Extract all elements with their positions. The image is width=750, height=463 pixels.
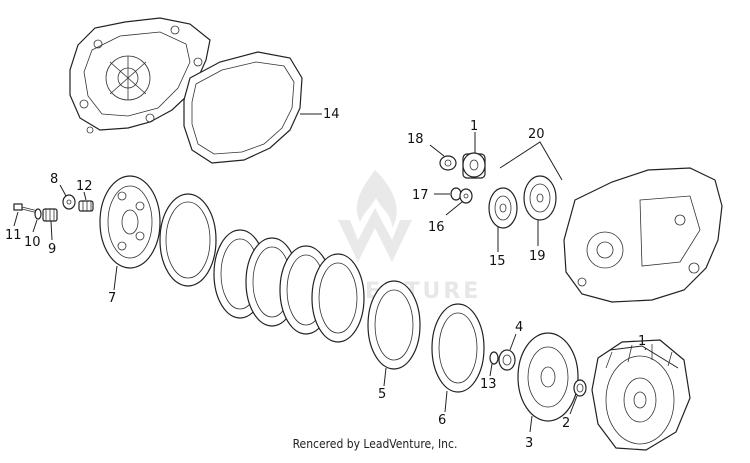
clutch-basket — [591, 339, 691, 451]
label-7: 7 — [108, 291, 116, 306]
label-9: 9 — [48, 242, 56, 257]
bushing-18 — [439, 155, 457, 171]
clutch-hub — [517, 332, 579, 422]
steel-plate-6 — [431, 303, 485, 393]
pressure-plate — [99, 175, 161, 269]
label-14: 14 — [323, 107, 340, 122]
label-13: 13 — [480, 377, 497, 392]
leader-12 — [83, 191, 87, 201]
washer-10 — [34, 208, 42, 220]
label-5: 5 — [378, 387, 386, 402]
leader-7 — [113, 265, 118, 291]
label-19: 19 — [529, 249, 546, 264]
leader-16 — [445, 201, 463, 216]
leader-5 — [383, 367, 387, 387]
label-15: 15 — [489, 254, 506, 269]
crankcase — [563, 167, 723, 303]
label-1a: 1 — [470, 119, 478, 134]
washer-13 — [489, 351, 499, 365]
idler-gear — [462, 152, 486, 179]
label-1b: 1 — [638, 334, 646, 349]
leader-11 — [13, 211, 19, 227]
friction-plate-5 — [367, 280, 421, 370]
gear-15 — [488, 187, 518, 229]
credit-footer: Rencered by LeadVenture, Inc. — [292, 437, 458, 451]
label-10: 10 — [24, 235, 41, 250]
label-8: 8 — [50, 172, 58, 187]
washer-16 — [459, 188, 473, 204]
leader-18 — [429, 144, 445, 157]
leader-20 — [499, 141, 563, 181]
gasket — [183, 51, 303, 164]
leader-8 — [59, 184, 67, 197]
clutch-plates — [159, 193, 365, 343]
leader-2 — [569, 395, 578, 415]
bolt-11 — [13, 203, 39, 214]
spring-12 — [78, 200, 94, 212]
leader-9 — [50, 220, 53, 241]
leader-6 — [444, 390, 448, 413]
label-4: 4 — [515, 320, 523, 335]
washer-17 — [450, 187, 462, 201]
leader-3 — [529, 415, 533, 433]
label-16: 16 — [428, 220, 445, 235]
leader-13 — [489, 363, 493, 377]
washer-4 — [498, 349, 516, 371]
gear-19 — [523, 175, 557, 221]
label-17: 17 — [412, 188, 429, 203]
label-3: 3 — [525, 436, 533, 451]
label-20: 20 — [528, 127, 545, 142]
clutch-cover — [69, 17, 211, 134]
leader-4 — [509, 333, 517, 351]
retainer-8 — [62, 194, 76, 210]
label-2: 2 — [562, 416, 570, 431]
leader-1b — [609, 345, 679, 369]
leader-10 — [32, 219, 38, 233]
label-12: 12 — [76, 179, 93, 194]
spring-9 — [42, 208, 58, 222]
label-6: 6 — [438, 413, 446, 428]
label-11: 11 — [5, 228, 22, 243]
washer-2 — [573, 379, 587, 397]
label-18: 18 — [407, 132, 424, 147]
